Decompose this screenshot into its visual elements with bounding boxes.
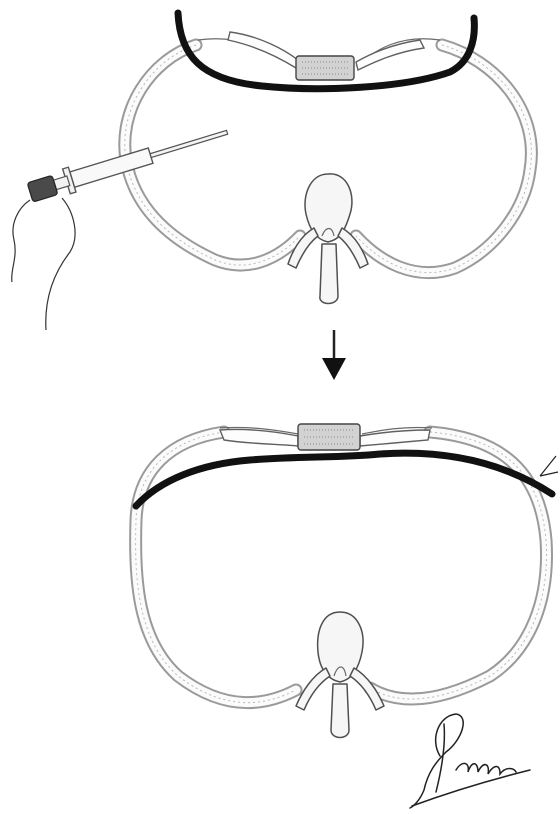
syringe-barrel — [70, 148, 153, 187]
panel-after — [136, 424, 558, 738]
syringe-needle — [148, 130, 228, 158]
spine-bottom — [296, 612, 384, 738]
sternum-bottom — [298, 424, 360, 450]
syringe-plunger-cap — [27, 175, 58, 202]
syringe-wire-right — [46, 198, 75, 330]
pectus-bar-flipped — [136, 453, 558, 506]
bar-tip-mark — [540, 456, 558, 476]
signature — [410, 714, 530, 808]
sternum-top — [296, 56, 354, 80]
down-arrow-icon — [322, 330, 346, 380]
panel-before — [12, 13, 532, 330]
syringe-wire-left — [12, 200, 30, 282]
costal-cartilage-left-top — [228, 32, 298, 68]
